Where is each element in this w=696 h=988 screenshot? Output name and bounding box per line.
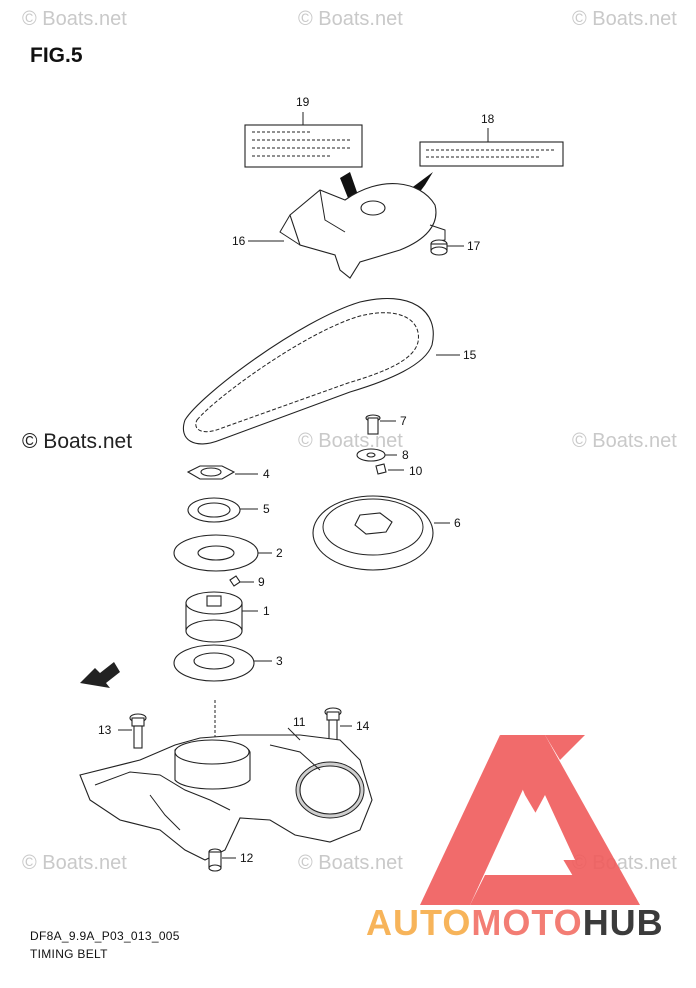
figure-caption: TIMING BELT <box>30 947 108 961</box>
callout-15: 15 <box>463 348 477 362</box>
callout-9: 9 <box>258 575 265 589</box>
callout-16: 16 <box>232 234 246 248</box>
watermark: © Boats.net <box>22 852 127 874</box>
driven-pulley-6[interactable] <box>312 495 450 571</box>
label-sticker-18[interactable] <box>340 128 564 205</box>
flange-2[interactable] <box>173 534 272 572</box>
figure-title: FIG.5 <box>30 44 83 67</box>
callout-4: 4 <box>263 467 270 481</box>
callout-2: 2 <box>276 546 283 560</box>
driving-pulley-1[interactable] <box>185 591 258 643</box>
pulley-bracket-11[interactable] <box>79 700 373 861</box>
watermark: © Boats.net <box>572 430 677 452</box>
callout-11: 11 <box>293 715 306 729</box>
callout-14: 14 <box>356 719 370 733</box>
nut-4[interactable] <box>186 465 258 480</box>
figure-code: DF8A_9.9A_P03_013_005 <box>30 929 180 943</box>
label-sticker-19[interactable] <box>244 112 363 168</box>
watermark: © Boats.net <box>572 8 677 30</box>
key-10[interactable] <box>375 463 404 475</box>
washer-5[interactable] <box>187 497 258 523</box>
brand-wordmark: AUTOMOTOHUB <box>366 902 664 944</box>
callout-3: 3 <box>276 654 283 668</box>
callout-17: 17 <box>467 239 481 253</box>
bolt-7[interactable] <box>365 414 396 435</box>
brand-part-moto: MOTO <box>471 902 583 943</box>
callout-6: 6 <box>454 516 461 530</box>
watermark: © Boats.net <box>298 430 403 452</box>
callout-13: 13 <box>98 723 112 737</box>
callout-1: 1 <box>263 604 270 618</box>
callout-7: 7 <box>400 414 407 428</box>
watermark: © Boats.net <box>22 8 127 30</box>
watermark: © Boats.net <box>298 8 403 30</box>
callout-5: 5 <box>263 502 270 516</box>
brand-part-auto: AUTO <box>366 902 472 943</box>
fwd-arrow-icon <box>80 662 120 688</box>
callout-19: 19 <box>296 95 310 109</box>
timing-belt-15[interactable] <box>182 298 460 445</box>
bolt-17[interactable] <box>430 239 464 256</box>
watermark-strong: © Boats.net <box>22 430 133 453</box>
timing-belt-cover-16[interactable] <box>248 183 446 279</box>
key-9[interactable] <box>229 575 254 587</box>
callout-12: 12 <box>240 851 254 865</box>
washer-8[interactable] <box>356 448 397 462</box>
bolt-13[interactable] <box>118 713 147 749</box>
flange-3[interactable] <box>173 644 272 682</box>
callout-8: 8 <box>402 448 409 462</box>
watermark: © Boats.net <box>298 852 403 874</box>
callout-10: 10 <box>409 464 423 478</box>
callout-18: 18 <box>481 112 495 126</box>
brand-part-hub: HUB <box>582 902 664 943</box>
dowel-pin-12[interactable] <box>208 848 236 872</box>
bolt-14[interactable] <box>324 707 352 745</box>
